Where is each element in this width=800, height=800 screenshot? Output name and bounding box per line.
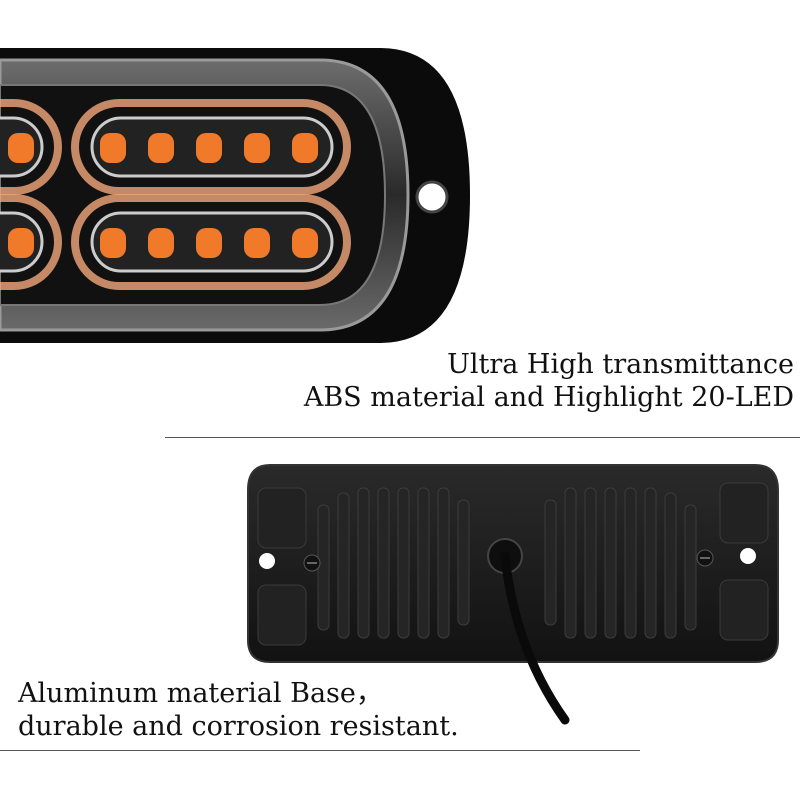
led-pod-upper <box>71 99 351 195</box>
led-pods-left <box>0 99 62 290</box>
led <box>100 228 126 258</box>
base-plate <box>247 464 779 725</box>
divider <box>165 437 800 438</box>
heat-fins-left <box>317 487 470 639</box>
led-pod-lower <box>71 194 351 290</box>
caption-line: Ultra High transmittance <box>447 349 794 380</box>
led <box>148 228 174 258</box>
led <box>292 228 318 258</box>
feature-caption-base: Aluminum material Base， durable and corr… <box>18 677 459 743</box>
mounting-hole-icon <box>415 180 449 214</box>
heat-fins-right <box>544 487 697 639</box>
caption-line: Aluminum material Base， <box>18 678 383 709</box>
led <box>244 228 270 258</box>
caption-line: durable and corrosion resistant. <box>18 711 459 742</box>
caption-line: ABS material and Highlight 20-LED <box>303 382 794 413</box>
led <box>292 133 318 163</box>
led <box>100 133 126 163</box>
screw-icon <box>303 554 321 572</box>
led <box>148 133 174 163</box>
power-cable <box>500 551 570 725</box>
divider <box>0 750 640 751</box>
mounting-hole-icon <box>259 553 275 569</box>
light-bar <box>0 48 470 343</box>
screw-icon <box>696 549 714 567</box>
led <box>196 133 222 163</box>
feature-caption-lens: Ultra High transmittance ABS material an… <box>304 348 794 414</box>
led <box>196 228 222 258</box>
led <box>244 133 270 163</box>
mounting-hole-icon <box>740 548 756 564</box>
